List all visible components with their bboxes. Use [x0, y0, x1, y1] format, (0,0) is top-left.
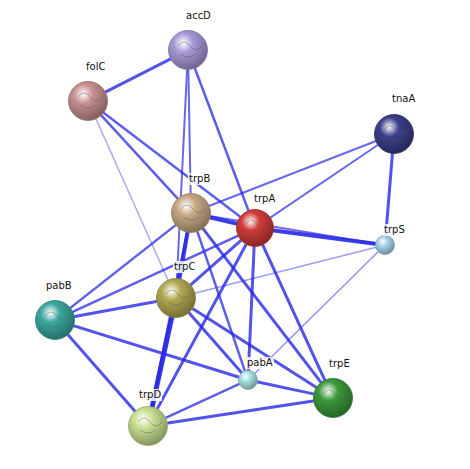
protein-node: trpE — [313, 378, 353, 418]
structure-sketch — [246, 220, 269, 234]
interaction-edge — [258, 382, 314, 394]
protein-label: pabB — [45, 280, 73, 292]
sphere-circle — [237, 210, 274, 247]
interaction-edge — [255, 252, 378, 373]
protein-node: trpB — [171, 193, 211, 233]
protein-sphere — [168, 30, 208, 70]
interaction-edge — [75, 302, 157, 317]
protein-label: folC — [85, 61, 106, 73]
protein-sphere — [68, 81, 108, 121]
sphere-circle — [169, 31, 208, 70]
protein-label: pabA — [246, 357, 274, 369]
interaction-edge — [210, 141, 376, 205]
interaction-edge — [248, 247, 254, 370]
protein-sphere — [156, 278, 196, 318]
interaction-edge — [152, 233, 187, 407]
protein-sphere — [128, 406, 168, 446]
sphere-circle — [375, 115, 414, 154]
interaction-edge — [96, 119, 168, 279]
sphere-circle — [172, 194, 211, 233]
protein-label: tnaA — [391, 93, 416, 105]
interaction-edge — [274, 230, 375, 243]
sphere-circle — [376, 236, 395, 255]
protein-node: accD — [168, 30, 208, 70]
protein-sphere — [236, 209, 274, 247]
protein-label: trpB — [188, 173, 211, 185]
sphere-circle — [157, 279, 196, 318]
structure-sketch — [138, 418, 162, 433]
protein-label: accD — [185, 10, 212, 22]
protein-node: trpA — [236, 209, 274, 247]
protein-node: pabA — [238, 370, 258, 390]
interaction-edge — [106, 59, 170, 92]
structure-sketch — [323, 390, 347, 405]
sphere-circle — [36, 301, 75, 340]
protein-sphere — [238, 370, 258, 390]
protein-label: trpE — [328, 358, 351, 370]
protein-sphere — [374, 114, 414, 154]
sphere-circle — [314, 379, 353, 418]
interaction-edge — [386, 154, 393, 235]
sphere-circle — [129, 407, 168, 446]
interaction-edge — [203, 229, 321, 382]
interaction-edge — [195, 247, 375, 293]
sphere-circle — [239, 371, 258, 390]
protein-node: folC — [68, 81, 108, 121]
structure-sketch — [384, 126, 408, 141]
protein-sphere — [171, 193, 211, 233]
interaction-edge — [68, 335, 135, 411]
protein-node: tnaA — [374, 114, 414, 154]
sphere-circle — [69, 82, 108, 121]
structure-sketch — [181, 205, 205, 220]
interaction-edge — [168, 401, 313, 423]
protein-sphere — [313, 378, 353, 418]
protein-node: trpC — [156, 278, 196, 318]
protein-label: trpD — [138, 389, 162, 401]
protein-label: trpC — [173, 261, 196, 273]
protein-sphere — [375, 235, 395, 255]
structure-sketch — [78, 93, 102, 108]
protein-node: pabB — [35, 300, 75, 340]
structure-sketch — [178, 42, 202, 57]
structure-sketch — [45, 312, 69, 327]
protein-label: trpS — [383, 224, 406, 236]
protein-node: trpD — [128, 406, 168, 446]
interaction-edge — [271, 145, 378, 217]
protein-node: trpS — [375, 235, 395, 255]
interaction-edge — [211, 216, 375, 243]
structure-sketch — [166, 290, 190, 305]
protein-label: trpA — [253, 193, 276, 205]
protein-sphere — [35, 300, 75, 340]
